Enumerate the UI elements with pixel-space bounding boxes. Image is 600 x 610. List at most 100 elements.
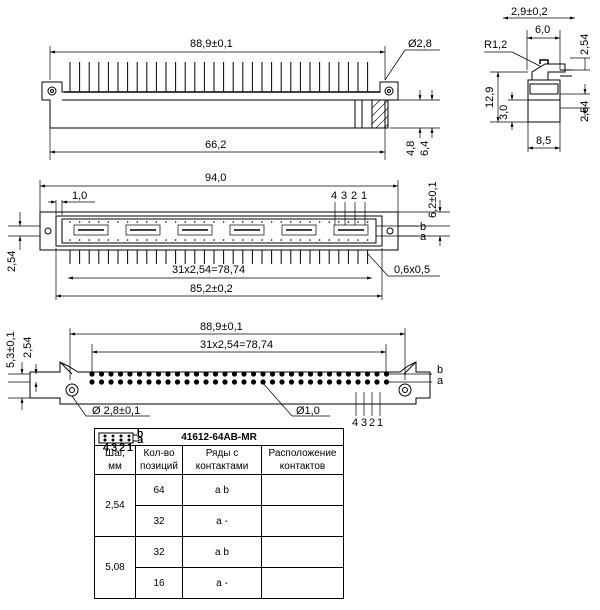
pin-a <box>231 379 238 385</box>
cell-pitch: 5,08 <box>94 536 136 599</box>
pin-dot <box>328 239 331 241</box>
mini-row-b: b <box>137 429 143 440</box>
dim-6-2: 6,2±0,1 <box>427 181 439 218</box>
cell-rows: a - <box>182 567 262 599</box>
mini-pin-number: 4 <box>103 442 109 453</box>
mini-pin-a <box>103 438 106 441</box>
pin-comb <box>64 62 380 93</box>
pin-dot <box>251 221 254 223</box>
pin-b <box>326 371 333 377</box>
dim-row-pitch: 2,54 <box>6 251 18 272</box>
pin-dot <box>78 221 81 223</box>
dim-hole-diameter: Ø2,8 <box>408 38 432 50</box>
dim-base-length: 66,2 <box>205 139 226 151</box>
pin-dot <box>270 239 273 241</box>
pin-a <box>317 379 323 385</box>
pin-a <box>288 379 295 385</box>
pin-dot <box>280 239 283 241</box>
pin-b <box>307 371 314 377</box>
pin-dot <box>194 239 196 241</box>
mini-pin-number: 1 <box>127 442 133 453</box>
pin-a <box>336 379 342 385</box>
pin-a <box>98 379 105 385</box>
pin-dot <box>126 221 129 223</box>
dim-chamfer: 0,6х0,5 <box>394 264 430 276</box>
pin-dot <box>69 221 71 223</box>
pin-a <box>146 379 152 385</box>
cell-rows: a b <box>182 536 262 568</box>
pin-dot <box>309 221 311 223</box>
pin-b <box>184 371 190 377</box>
pin-number-3: 3 <box>341 190 347 202</box>
dim-total-length: 94,0 <box>205 172 226 184</box>
pin-a <box>108 379 114 385</box>
mini-row-a: a <box>137 434 144 446</box>
cell-count: 16 <box>135 567 183 599</box>
pin-a <box>155 379 162 385</box>
mini-pin-a <box>111 438 114 441</box>
pin-a <box>174 379 181 385</box>
pin-dot <box>117 221 119 223</box>
mini-pin-number: 1 <box>127 442 133 453</box>
contact-slot <box>281 224 317 236</box>
pin-dot <box>88 221 90 223</box>
solder-pins <box>69 250 369 264</box>
pin-dot <box>213 221 215 223</box>
mini-pin-a <box>119 438 122 441</box>
pin-a <box>364 379 371 385</box>
bottom-row-a-label: a <box>437 375 444 387</box>
mini-pin-number: 3 <box>111 442 117 453</box>
pin-dot <box>203 239 206 241</box>
pin-number-1: 1 <box>361 190 367 202</box>
pin-dot <box>222 239 225 241</box>
pin-a <box>184 379 190 385</box>
pin-a <box>279 379 285 385</box>
pin-a <box>193 379 200 385</box>
pin-b <box>374 371 380 377</box>
contact-slot <box>229 224 265 236</box>
pin-a <box>345 379 352 385</box>
pin-dot <box>366 239 369 241</box>
pin-dot <box>251 239 254 241</box>
pin-b <box>250 371 257 377</box>
pin-b <box>146 371 152 377</box>
cell-count: 32 <box>135 536 183 568</box>
pin-grid <box>89 371 390 385</box>
pin-dot <box>357 221 359 223</box>
pin-dot <box>290 221 292 223</box>
dim-side-3-0: 3,0 <box>498 105 510 120</box>
pin-dot <box>98 221 100 223</box>
pin-dot <box>366 221 369 223</box>
pin-a <box>136 379 143 385</box>
pin-a <box>222 379 228 385</box>
pin-b <box>231 371 238 377</box>
pin-dot <box>338 239 340 241</box>
contact-slots <box>69 221 369 241</box>
pin-b <box>364 371 371 377</box>
contact-slot <box>333 224 369 236</box>
pin-a <box>260 379 266 385</box>
pin-b <box>288 371 295 377</box>
pin-b <box>174 371 181 377</box>
bottom-pin-2: 2 <box>369 417 375 429</box>
pin-dot <box>184 239 186 241</box>
pin-a <box>89 379 95 385</box>
dim-side-width: 8,5 <box>536 135 551 147</box>
header-pitch: Шаг, мм <box>94 445 136 475</box>
pin-dot <box>261 239 263 241</box>
pin-a <box>298 379 304 385</box>
pin-a <box>355 379 361 385</box>
pin-a <box>165 379 171 385</box>
pin-dot <box>261 221 263 223</box>
pin-dot <box>338 221 340 223</box>
pin-dot <box>194 221 196 223</box>
mini-pin-number: 1 <box>127 442 133 453</box>
pin-dot <box>184 221 186 223</box>
mini-row-b: b <box>137 429 143 440</box>
bottom-pin-4: 4 <box>352 417 358 429</box>
pin-dot <box>299 239 302 241</box>
